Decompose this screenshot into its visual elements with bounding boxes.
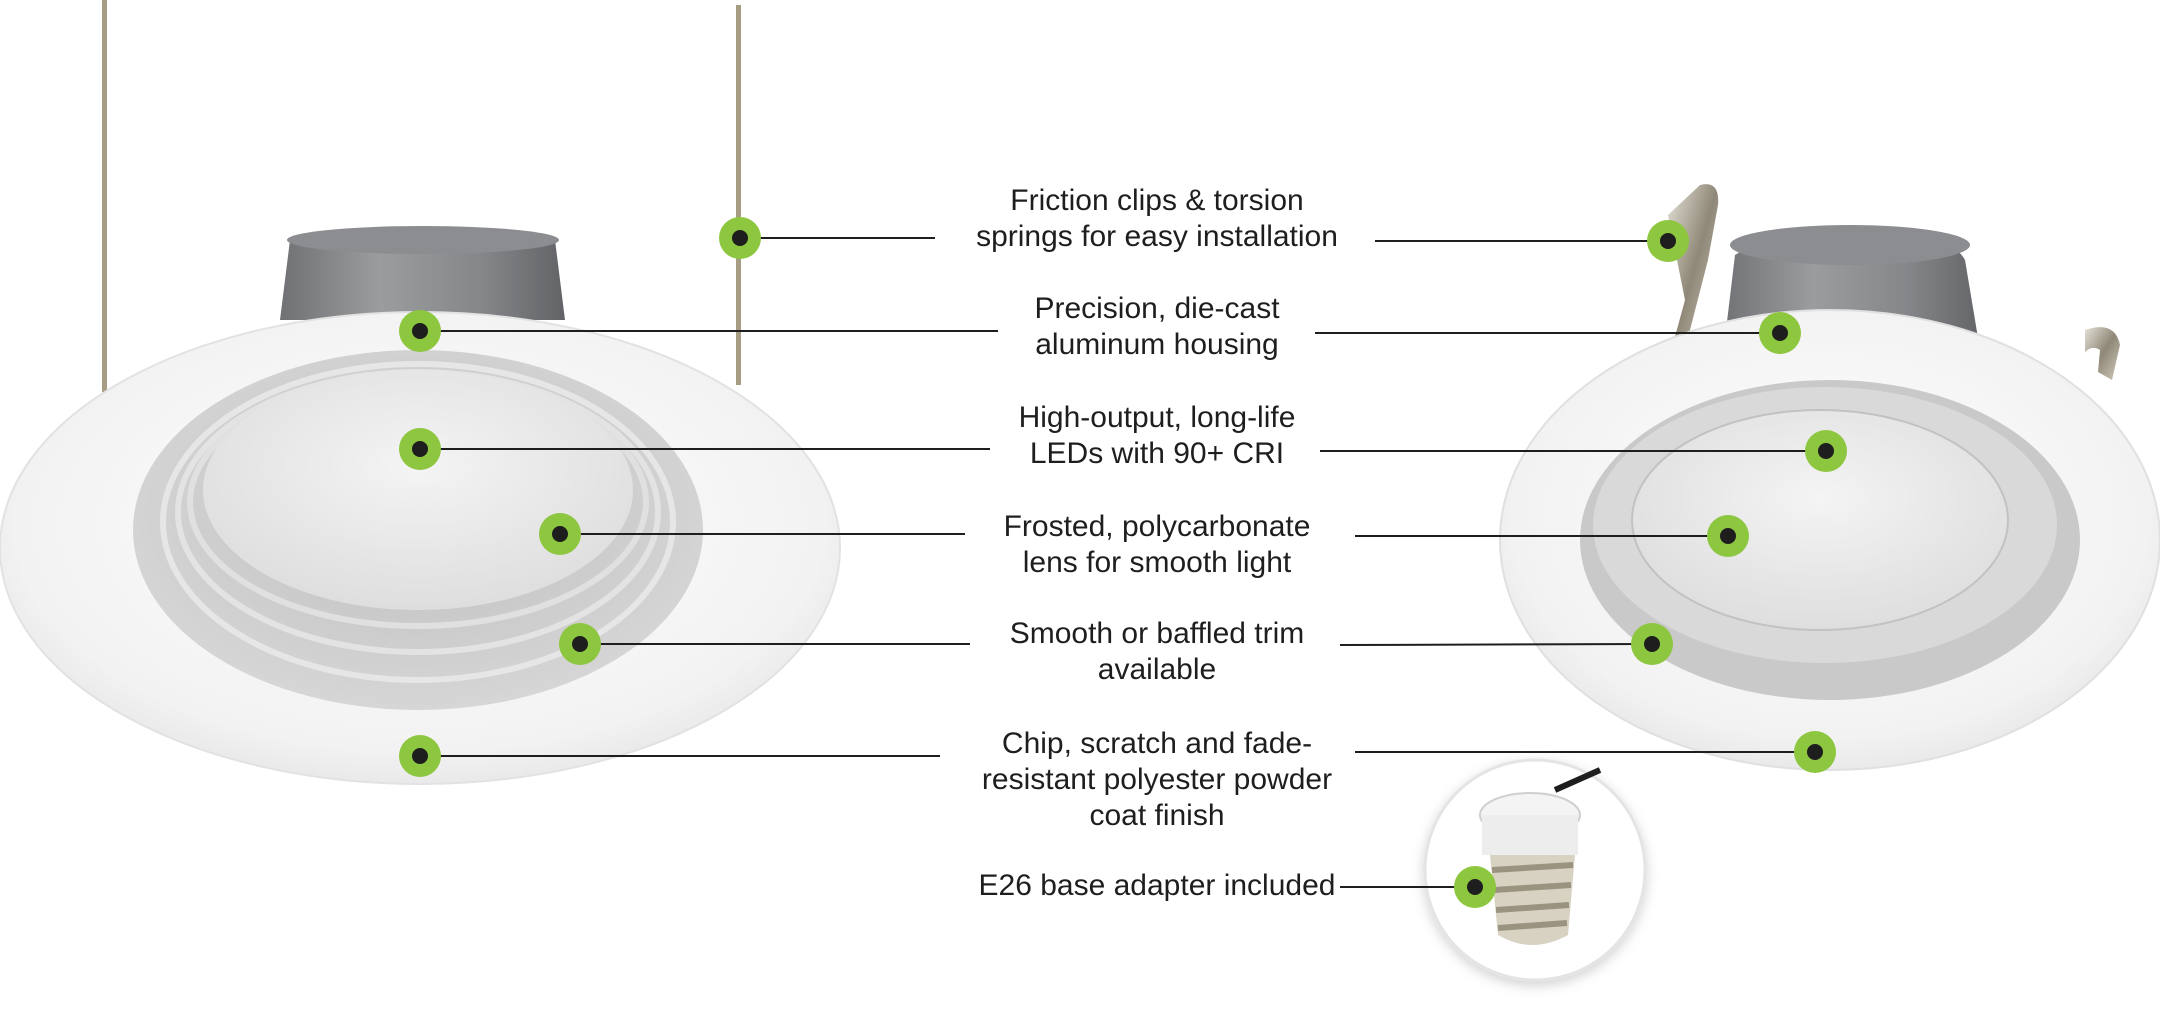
callout-dot-finish	[412, 748, 428, 764]
feature-label-line: available	[1097, 653, 1217, 686]
callout-layer	[399, 217, 1847, 908]
feature-label-line: LEDs with 90+ CRI	[1029, 437, 1285, 470]
frosted-lens	[1631, 409, 2009, 631]
callout-dot-friction-clips	[732, 230, 748, 246]
feature-label-line: resistant polyester powder	[981, 763, 1333, 796]
callout-dot-trim	[1644, 636, 1660, 652]
feature-label-line: coat finish	[1089, 799, 1225, 832]
feature-label-line: aluminum housing	[1035, 328, 1279, 361]
feature-label-line: High-output, long-life	[1018, 401, 1296, 434]
feature-label-line: lens for smooth light	[1022, 546, 1292, 579]
feature-label-line: Smooth or baffled trim	[1009, 617, 1305, 650]
callout-dot-lens	[1720, 528, 1736, 544]
e26-adapter-inset	[1423, 758, 1647, 982]
hanger-rod	[102, 0, 107, 392]
callout-dot-lens	[552, 526, 568, 542]
callout-dot-e26-adapter	[1467, 879, 1483, 895]
hanger-rod	[736, 5, 741, 385]
callout-dot-trim	[572, 636, 588, 652]
feature-label-e26-adapter: E26 base adapter included	[957, 868, 1357, 904]
callout-dot-friction-clips	[1660, 233, 1676, 249]
callout-dot-housing	[412, 323, 428, 339]
feature-label-line: springs for easy installation	[976, 220, 1338, 253]
right-fixture-illustration	[1499, 184, 2160, 771]
left-fixture-illustration	[0, 0, 841, 785]
feature-label-line: Friction clips & torsion	[1010, 184, 1304, 217]
leader-line-trim	[1339, 643, 1653, 646]
feature-label-line: Chip, scratch and fade-	[1001, 727, 1313, 760]
callout-dot-leds	[412, 441, 428, 457]
callout-dot-housing	[1772, 325, 1788, 341]
housing-can	[280, 236, 565, 320]
feature-label-line: Precision, die-cast	[1034, 292, 1280, 325]
feature-label-line: E26 base adapter included	[978, 869, 1336, 902]
callout-dot-leds	[1818, 443, 1834, 459]
frosted-lens	[203, 370, 633, 610]
torsion-spring	[2085, 327, 2120, 380]
feature-label-line: Frosted, polycarbonate	[1003, 510, 1311, 543]
callout-dot-finish	[1807, 744, 1823, 760]
feature-label-finish: Chip, scratch and fade-resistant polyest…	[957, 726, 1357, 834]
